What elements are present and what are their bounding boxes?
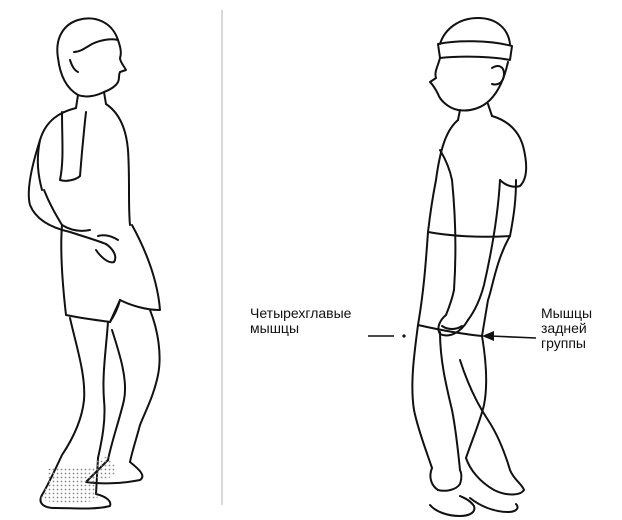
left-head [58, 40, 126, 96]
left-shorts [61, 225, 160, 322]
right-leg-back [466, 336, 486, 458]
right-leg-front [412, 325, 432, 468]
right-shirt [428, 120, 516, 237]
right-arm [468, 180, 500, 320]
right-figure [412, 18, 526, 516]
left-hair [57, 18, 118, 58]
right-foot-front2 [430, 496, 474, 516]
hamstrings-label: Мышцы задней группы [541, 306, 592, 351]
right-shorts [418, 232, 510, 336]
left-torso [38, 108, 76, 190]
right-headband [440, 18, 510, 44]
right-foot-front [430, 468, 461, 491]
left-leg-front [130, 310, 160, 462]
hamstrings-arrow-line [490, 336, 536, 338]
quadriceps-pointer-dot [402, 334, 405, 337]
hamstrings-arrow-head [482, 331, 494, 341]
left-figure [29, 18, 160, 508]
right-foot-back [466, 458, 524, 495]
quadriceps-label: Четырехглавые мышцы [250, 306, 351, 336]
